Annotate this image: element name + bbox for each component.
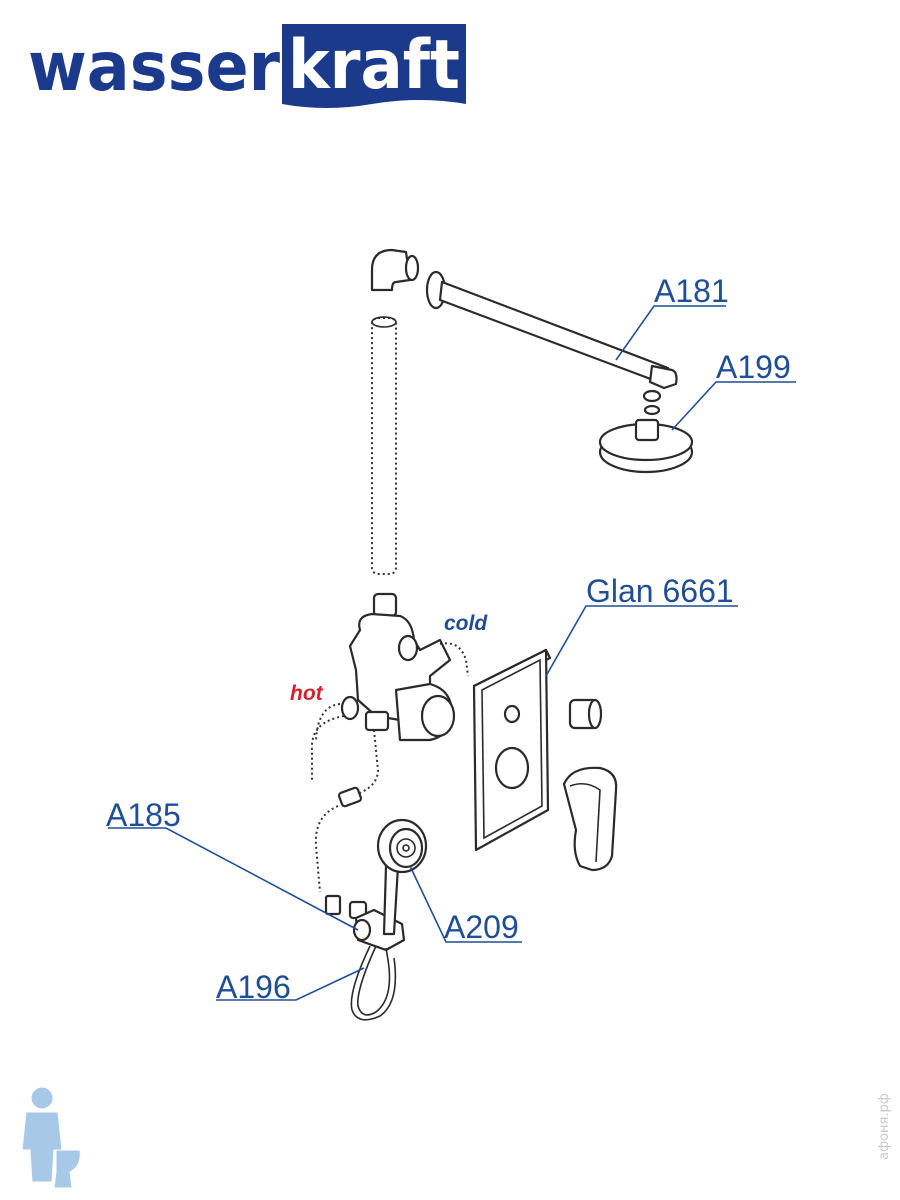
mascot-head <box>30 1086 54 1110</box>
leader-a199 <box>671 381 796 431</box>
lower-connection <box>314 786 368 920</box>
callout-leaders <box>108 305 796 1001</box>
logo-text-wasser: wasser <box>28 28 280 107</box>
leader-a181 <box>615 305 726 361</box>
shower-hose-outer <box>350 945 397 1021</box>
mixer-lever-edge <box>569 782 601 863</box>
face-plate <box>472 648 552 852</box>
shower-arm-tube <box>438 280 670 386</box>
mascot-toilet <box>53 1149 81 1189</box>
hand-shower <box>376 818 428 936</box>
mixer-lever <box>562 766 618 872</box>
face-plate-lever-hole <box>494 746 530 790</box>
brand-logo: wasser kraft <box>28 24 466 108</box>
wall-outlet-ring <box>352 918 372 942</box>
riser-pipe <box>371 317 397 575</box>
wall-connector-thread <box>324 894 342 916</box>
hot-supply-pipe <box>310 715 345 780</box>
coupling-nut <box>337 786 363 808</box>
callout-glan: Glan 6661 <box>586 573 734 609</box>
elbow-fitting <box>370 248 412 292</box>
face-plate-diverter-hole <box>503 704 521 724</box>
callout-a196: A196 <box>216 969 291 1005</box>
mixer-body <box>310 592 469 799</box>
mixer-bottom-outlet <box>364 710 390 732</box>
hand-shower-nozzles <box>396 838 416 858</box>
callout-a209: A209 <box>444 909 519 945</box>
hand-shower-center <box>402 844 410 852</box>
leader-glan <box>545 605 738 677</box>
leader-a196 <box>216 967 365 1001</box>
mixer-cartridge-cap <box>420 694 456 738</box>
riser-pipe-top <box>371 316 397 328</box>
mixer-lever-body <box>562 766 618 872</box>
leader-a209 <box>409 865 522 943</box>
callout-a181: A181 <box>654 273 729 309</box>
mixer-top-outlet <box>372 592 398 618</box>
callout-a185: A185 <box>106 797 181 833</box>
leader-a185 <box>108 827 359 931</box>
elbow-thread <box>404 254 420 282</box>
shower-arm-bend <box>648 364 678 390</box>
shower-arm <box>425 270 678 390</box>
mixer-side-outlet <box>397 634 419 662</box>
logo-text-kraft: kraft <box>288 26 460 105</box>
riser-pipe-assembly <box>370 248 420 575</box>
cold-label: cold <box>444 612 488 635</box>
hot-label: hot <box>290 682 324 705</box>
site-watermark: афоня.рф <box>877 1093 892 1160</box>
face-plate-inner <box>481 658 543 840</box>
diverter-knob <box>568 698 603 730</box>
callout-labels: A181 A199 Glan 6661 A185 A209 A196 <box>106 273 791 1005</box>
plumber-mascot-icon <box>21 1086 81 1189</box>
logo-wave-banner <box>282 24 466 108</box>
diverter-knob-face <box>587 698 603 730</box>
shower-hose <box>357 945 391 1016</box>
head-shower-connector <box>634 418 660 442</box>
mixer-hot-inlet <box>340 695 360 721</box>
hot-supply-pipe-inner <box>315 703 341 741</box>
hand-shower-face <box>388 827 424 869</box>
lower-connection-pipe <box>314 805 339 893</box>
callout-a199: A199 <box>716 349 791 385</box>
wall-outlet-holder <box>350 908 406 1021</box>
head-shower-nut <box>642 389 662 403</box>
head-shower-washer <box>643 404 661 416</box>
outlet-connection-pipe <box>347 729 380 799</box>
mascot-body <box>21 1111 63 1183</box>
head-shower <box>598 389 694 474</box>
